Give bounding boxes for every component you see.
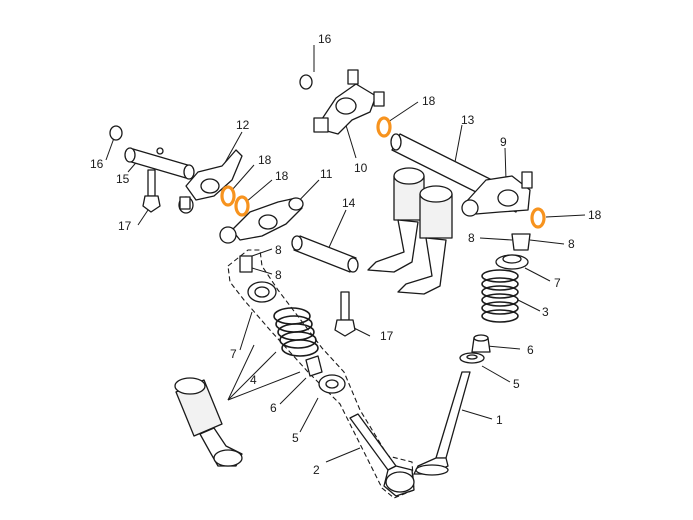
- top-seal: [376, 116, 392, 138]
- left-seal-2: [234, 195, 250, 217]
- callout-18-top: 18: [422, 94, 436, 108]
- callout-7-left: 7: [230, 347, 237, 361]
- top-rocker-arm: [313, 69, 385, 135]
- callout-labels: 1 2 3 4 5 5 6 6 7 7 8 8 8 8 9 10 11 12 1…: [90, 32, 602, 477]
- callout-16-top: 16: [318, 32, 332, 46]
- callout-18-right: 18: [588, 208, 602, 222]
- callout-8-right-right: 8: [568, 237, 575, 251]
- callout-11: 11: [320, 167, 333, 181]
- callout-2: 2: [313, 463, 320, 477]
- callout-5-left: 5: [292, 431, 299, 445]
- top-o-ring: [299, 74, 313, 90]
- callout-9: 9: [500, 135, 507, 149]
- callout-8-right-left: 8: [468, 231, 475, 245]
- callout-6-right: 6: [527, 343, 534, 357]
- callout-14: 14: [342, 196, 356, 210]
- tappet-pair-top: [367, 167, 453, 295]
- leader-lines: [105, 45, 586, 463]
- left-rocker-arm: [178, 149, 243, 214]
- callout-7-right: 7: [554, 276, 561, 290]
- callout-4: 4: [250, 373, 257, 387]
- callout-18-left-1: 18: [258, 153, 272, 167]
- callout-17-left: 17: [118, 219, 132, 233]
- center-bolt: [334, 291, 356, 337]
- callout-8-left-bottom: 8: [275, 268, 282, 282]
- callout-3: 3: [542, 305, 549, 319]
- left-valve-stack: [239, 255, 415, 497]
- left-o-ring: [109, 125, 123, 141]
- lower-left-tappet: [174, 377, 243, 467]
- callout-18-left-2: 18: [275, 169, 289, 183]
- left-bolt: [142, 169, 161, 213]
- callout-8-left-top: 8: [275, 243, 282, 257]
- left-seal-1: [220, 185, 236, 207]
- callout-5-right: 5: [513, 377, 520, 391]
- callout-10: 10: [354, 161, 368, 175]
- callout-13: 13: [461, 113, 475, 127]
- callout-6-left: 6: [270, 401, 277, 415]
- callout-1: 1: [496, 413, 503, 427]
- callout-15: 15: [116, 172, 130, 186]
- right-rocker-arm: [461, 171, 533, 217]
- center-rocker-arm: [219, 197, 304, 244]
- left-rocker-shaft: [124, 147, 195, 180]
- callout-17-center: 17: [380, 329, 394, 343]
- callout-16-left: 16: [90, 157, 104, 171]
- right-seal: [530, 207, 546, 229]
- center-rocker-shaft: [291, 235, 359, 273]
- callout-12: 12: [236, 118, 250, 132]
- right-valve-stack: [413, 233, 531, 476]
